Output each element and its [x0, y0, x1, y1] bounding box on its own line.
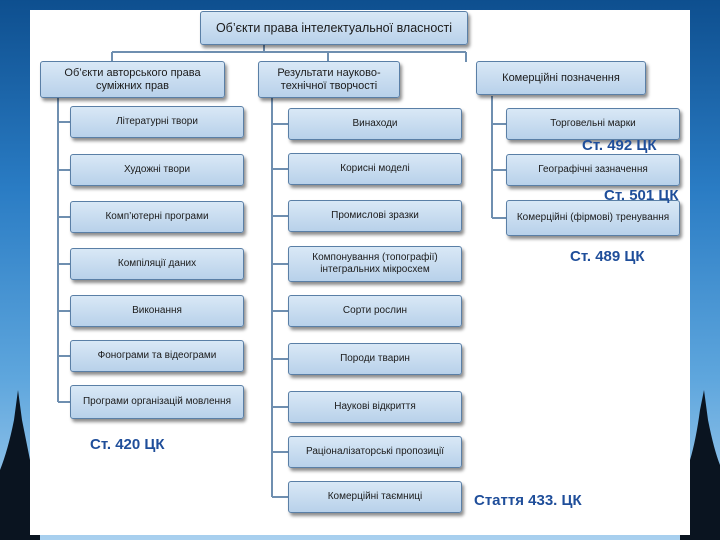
- right-silhouette-image: [680, 390, 720, 540]
- item-industrial-designs: Промислові зразки: [288, 200, 462, 232]
- item-rationalization-proposals: Раціоналізаторські пропозиції: [288, 436, 462, 468]
- diagram-panel: Об’єкти права інтелектуальної власності …: [30, 10, 690, 535]
- item-broadcast-programs: Програми організацій мовлення: [70, 385, 244, 419]
- item-utility-models: Корисні моделі: [288, 153, 462, 185]
- item-performances: Виконання: [70, 295, 244, 327]
- item-trade-secrets: Комерційні таємниці: [288, 481, 462, 513]
- item-commercial-names: Комерційні (фірмові) тренування: [506, 200, 680, 236]
- reference-art-492: Ст. 492 ЦК: [582, 137, 657, 154]
- item-trademarks: Торговельні марки: [506, 108, 680, 140]
- item-scientific-discoveries: Наукові відкриття: [288, 391, 462, 423]
- item-integrated-circuit-layouts: Компонування (топографії) інтегральних м…: [288, 246, 462, 282]
- item-inventions: Винаходи: [288, 108, 462, 140]
- root-node: Об’єкти права інтелектуальної власності: [200, 11, 468, 45]
- item-computer-programs: Комп’ютерні програми: [70, 201, 244, 233]
- item-geographical-indications: Географічні зазначення: [506, 154, 680, 186]
- branch-commercial-header: Комерційні позначення: [476, 61, 646, 95]
- item-plant-varieties: Сорти рослин: [288, 295, 462, 327]
- reference-article-433: Стаття 433. ЦК: [474, 492, 582, 509]
- item-phonograms-videograms: Фонограми та відеограми: [70, 340, 244, 372]
- reference-art-420: Ст. 420 ЦК: [90, 436, 165, 453]
- item-data-compilations: Компіляції даних: [70, 248, 244, 280]
- item-animal-breeds: Породи тварин: [288, 343, 462, 375]
- reference-art-489: Ст. 489 ЦК: [570, 248, 645, 265]
- branch-copyright-header: Об’єкти авторського права суміжних прав: [40, 61, 225, 98]
- item-literary-works: Літературні твори: [70, 106, 244, 138]
- item-art-works: Художні твори: [70, 154, 244, 186]
- reference-art-501: Ст. 501 ЦК: [604, 187, 679, 204]
- branch-science-header: Результати науково-технічної творчості: [258, 61, 400, 98]
- connector-lines: [57, 44, 506, 498]
